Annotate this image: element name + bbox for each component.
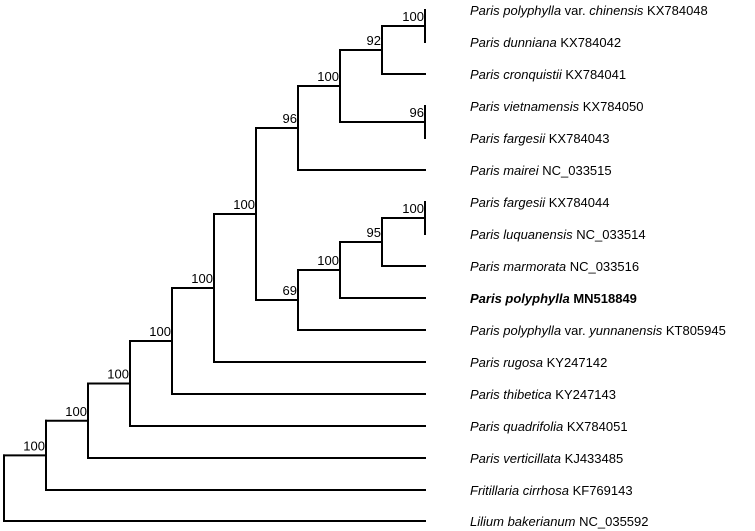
accession-number: KX784043 (545, 131, 609, 146)
species-name: Paris cronquistii (470, 67, 563, 82)
bootstrap-value: 92 (367, 33, 381, 48)
species-name: Paris rugosa (470, 355, 543, 370)
species-name: Paris quadrifolia (470, 419, 563, 434)
accession-number: KJ433485 (561, 451, 623, 466)
bootstrap-value: 100 (23, 438, 45, 453)
tree-branches (3, 9, 426, 522)
taxon-label: Paris quadrifolia KX784051 (470, 419, 628, 434)
infraspecific-epithet: yunnanensis (588, 323, 662, 338)
taxon-label: Paris mairei NC_033515 (470, 163, 612, 178)
accession-number: NC_033516 (566, 259, 639, 274)
bootstrap-value: 100 (317, 69, 339, 84)
accession-number: KY247142 (543, 355, 607, 370)
taxon-label: Lilium bakerianum NC_035592 (470, 514, 649, 529)
species-name: Paris polyphylla (470, 291, 570, 306)
bootstrap-value: 100 (317, 253, 339, 268)
species-name: Paris thibetica (470, 387, 552, 402)
accession-number: NC_033515 (539, 163, 612, 178)
species-name: Lilium bakerianum (470, 514, 576, 529)
taxon-label: Paris thibetica KY247143 (470, 387, 616, 402)
accession-number: NC_035592 (576, 514, 649, 529)
taxon-label: Paris polyphylla var. yunnanensis KT8059… (470, 323, 726, 338)
taxon-label: Paris rugosa KY247142 (470, 355, 607, 370)
accession-number: KX784050 (579, 99, 643, 114)
bootstrap-value: 96 (410, 105, 424, 120)
species-name: Paris polyphylla (470, 3, 561, 18)
accession-number: KY247143 (552, 387, 616, 402)
taxon-label: Paris fargesii KX784044 (470, 195, 609, 210)
taxon-label: Paris fargesii KX784043 (470, 131, 609, 146)
species-name: Fritillaria cirrhosa (470, 483, 569, 498)
taxon-labels: Paris polyphylla var. chinensis KX784048… (470, 3, 726, 529)
accession-number: KF769143 (569, 483, 633, 498)
species-name: Paris marmorata (470, 259, 566, 274)
infraspecific-epithet: chinensis (589, 3, 644, 18)
taxon-label: Paris luquanensis NC_033514 (470, 227, 646, 242)
taxon-label: Paris polyphylla MN518849 (470, 291, 637, 306)
accession-number: KX784041 (562, 67, 626, 82)
accession-number: NC_033514 (573, 227, 646, 242)
species-name: Paris mairei (470, 163, 540, 178)
species-name: Paris luquanensis (470, 227, 573, 242)
species-name: Paris dunniana (470, 35, 557, 50)
bootstrap-value: 100 (65, 404, 87, 419)
taxon-label: Paris dunniana KX784042 (470, 35, 621, 50)
accession-number: KX784051 (563, 419, 627, 434)
accession-number: MN518849 (570, 291, 637, 306)
taxon-label: Paris marmorata NC_033516 (470, 259, 639, 274)
taxon-label: Fritillaria cirrhosa KF769143 (470, 483, 633, 498)
bootstrap-value: 100 (191, 271, 213, 286)
taxon-label: Paris cronquistii KX784041 (470, 67, 626, 82)
bootstrap-labels: 100 92 96 100 96 100 95 100 69 100 100 100 100 100 100 (23, 9, 424, 453)
taxon-label: Paris vietnamensis KX784050 (470, 99, 643, 114)
bootstrap-value: 100 (233, 197, 255, 212)
taxon-label: Paris verticillata KJ433485 (470, 451, 623, 466)
bootstrap-value: 100 (107, 367, 129, 382)
species-name: Paris polyphylla (470, 323, 561, 338)
species-name: Paris vietnamensis (470, 99, 580, 114)
bootstrap-value: 96 (283, 111, 297, 126)
accession-number: KX784042 (557, 35, 621, 50)
species-name: Paris fargesii (470, 131, 546, 146)
taxon-label: Paris polyphylla var. chinensis KX784048 (470, 3, 708, 18)
rank-qualifier: var. (561, 323, 589, 338)
species-name: Paris fargesii (470, 195, 546, 210)
accession-number: KX784044 (545, 195, 609, 210)
bootstrap-value: 69 (283, 283, 297, 298)
rank-qualifier: var. (561, 3, 589, 18)
bootstrap-value: 100 (149, 324, 171, 339)
species-name: Paris verticillata (470, 451, 561, 466)
accession-number: KX784048 (643, 3, 707, 18)
bootstrap-value: 100 (402, 9, 424, 24)
bootstrap-value: 95 (367, 225, 381, 240)
bootstrap-value: 100 (402, 201, 424, 216)
accession-number: KT805945 (662, 323, 726, 338)
